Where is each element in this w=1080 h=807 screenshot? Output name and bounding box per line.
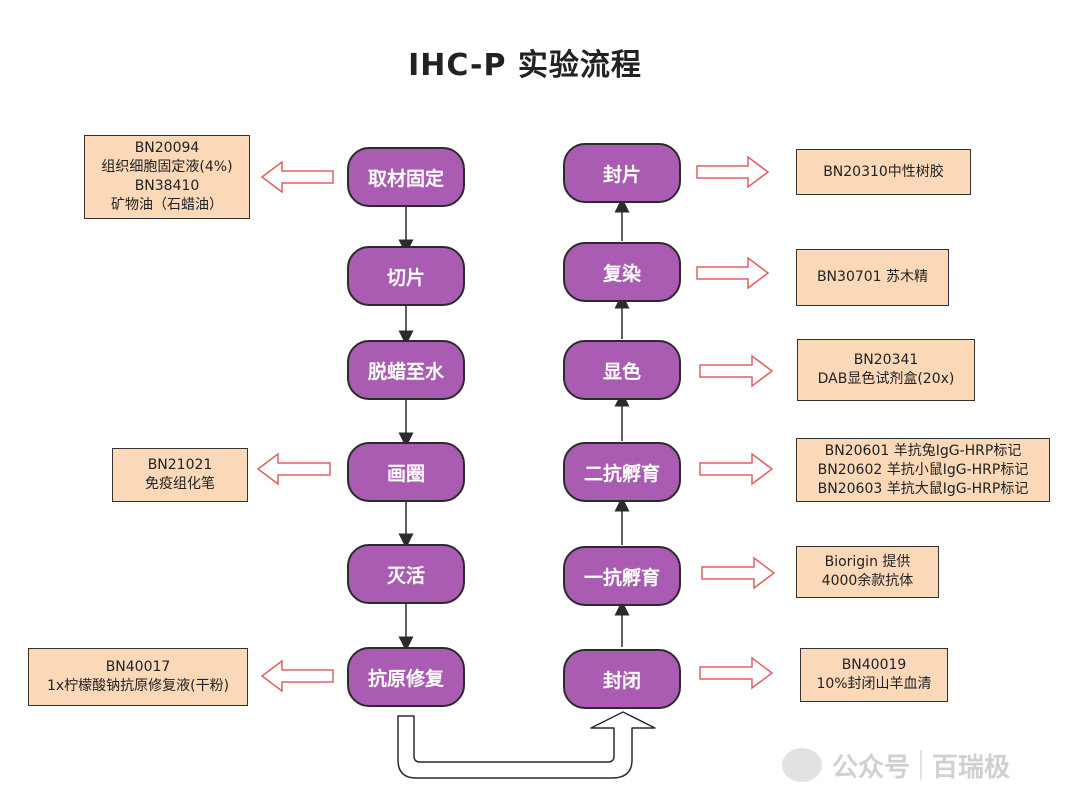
step-secondary-incubation: 二抗孵育 <box>563 442 681 502</box>
step-counterstain: 复染 <box>563 242 681 302</box>
wechat-icon <box>782 748 822 782</box>
watermark-divider <box>920 750 923 780</box>
hollow-arrow-right <box>696 256 770 290</box>
note-line: BN40019 <box>841 657 907 673</box>
hollow-arrow-left <box>260 659 334 693</box>
note-counterstain: BN30701 苏木精 <box>796 249 949 306</box>
note-line: Biorigin 提供 <box>824 554 911 570</box>
hollow-arrow-left <box>256 452 331 486</box>
u-turn-arrow-outline <box>397 711 656 779</box>
note-line: BN20603 羊抗大鼠IgG-HRP标记 <box>817 480 1029 497</box>
note-line: BN20341 <box>853 352 919 368</box>
step-primary-incubation: 一抗孵育 <box>563 546 681 606</box>
step-fixation: 取材固定 <box>347 147 465 207</box>
note-line: BN30701 苏木精 <box>816 269 929 285</box>
note-line: BN20094 <box>134 140 200 156</box>
hollow-arrow-right <box>699 452 774 486</box>
hollow-arrow-right <box>696 155 770 189</box>
note-develop: BN20341 DAB显色试剂盒(20x) <box>797 339 975 401</box>
note-primary: Biorigin 提供 4000余款抗体 <box>796 546 939 598</box>
watermark-text-1: 公众号 <box>832 752 911 783</box>
hollow-arrow-left <box>260 160 334 194</box>
watermark: 公众号 百瑞极 <box>782 742 1062 788</box>
note-line: 4000余款抗体 <box>821 573 914 589</box>
note-mount: BN20310中性树胶 <box>796 149 971 195</box>
note-line: 矿物油（石蜡油） <box>111 197 223 213</box>
step-dewax: 脱蜡至水 <box>347 340 465 400</box>
note-line: BN40017 <box>105 659 171 675</box>
note-line: 免疫组化笔 <box>145 476 215 492</box>
note-line: BN38410 <box>134 178 200 194</box>
note-circle: BN21021 免疫组化笔 <box>112 448 248 502</box>
note-retrieval: BN40017 1x柠檬酸钠抗原修复液(干粉) <box>28 648 248 706</box>
note-line: BN20602 羊抗小鼠IgG-HRP标记 <box>817 461 1029 478</box>
note-block: BN40019 10%封闭山羊血清 <box>800 648 948 702</box>
note-line: BN21021 <box>147 457 213 473</box>
step-block: 封闭 <box>563 649 681 709</box>
step-mount: 封片 <box>563 143 681 203</box>
watermark-text-2: 百瑞极 <box>932 752 1011 783</box>
hollow-arrow-right <box>699 656 774 690</box>
step-inactivation: 灭活 <box>347 544 465 604</box>
note-line: 1x柠檬酸钠抗原修复液(干粉) <box>46 678 230 694</box>
note-line: 10%封闭山羊血清 <box>816 676 932 692</box>
page-title: IHC-P 实验流程 <box>408 48 642 83</box>
note-fixation: BN20094 组织细胞固定液(4%) BN38410 矿物油（石蜡油） <box>84 135 250 219</box>
note-line: BN20310中性树胶 <box>823 163 944 180</box>
hollow-arrow-right <box>701 556 776 590</box>
note-line: 组织细胞固定液(4%) <box>101 159 233 175</box>
step-antigen-retrieval: 抗原修复 <box>347 647 465 707</box>
hollow-arrow-right <box>699 354 774 388</box>
step-develop: 显色 <box>563 340 681 400</box>
note-line: BN20601 羊抗兔IgG-HRP标记 <box>824 442 1022 459</box>
note-secondary: BN20601 羊抗兔IgG-HRP标记 BN20602 羊抗小鼠IgG-HRP… <box>796 438 1050 502</box>
step-circle: 画圈 <box>347 442 465 502</box>
note-line: DAB显色试剂盒(20x) <box>817 371 955 387</box>
step-sectioning: 切片 <box>347 246 465 306</box>
